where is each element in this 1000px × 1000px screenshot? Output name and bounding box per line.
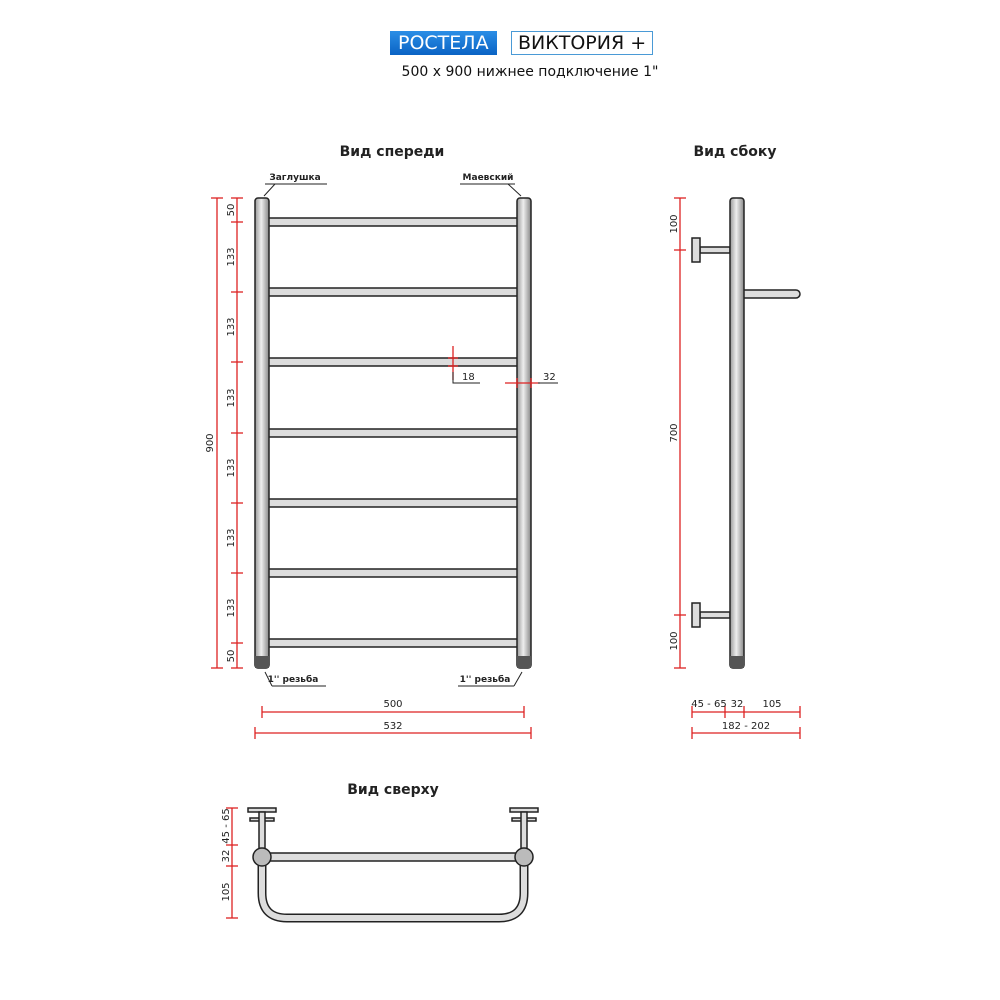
dim-depth-total: 182 - 202: [722, 721, 770, 732]
dim-seg: 50: [226, 650, 237, 663]
dim-seg: 133: [226, 247, 237, 266]
dim-height-total: 900: [205, 433, 216, 452]
dim-side-seg: 100: [669, 214, 680, 233]
dim-wall: 45 - 65: [691, 699, 726, 710]
dim-width-inner: 500: [383, 699, 402, 710]
dim-side-post: 32: [731, 699, 744, 710]
dim-seg: 133: [226, 458, 237, 477]
brand-logo: РОСТЕЛА: [390, 31, 497, 55]
dim-seg: 133: [226, 528, 237, 547]
dim-post: 32: [543, 372, 556, 383]
dim-top-seg: 45 - 65: [221, 808, 232, 843]
dim-seg: 133: [226, 598, 237, 617]
left-post: [254, 197, 270, 669]
dim-seg: 133: [226, 388, 237, 407]
dim-top-seg: 32: [221, 850, 232, 863]
dim-seg: 50: [226, 204, 237, 217]
subtitle: 500 x 900 нижнее подключение 1": [401, 64, 659, 80]
side-post: [729, 197, 745, 669]
dim-side-seg: 700: [669, 423, 680, 442]
plug-label: Заглушка: [269, 173, 320, 183]
side-towel-bar: [739, 289, 801, 299]
thread-left-label: 1'' резьба: [268, 674, 319, 685]
dim-rung: 18: [462, 372, 475, 383]
top-u-bar: [257, 857, 529, 923]
side-view-title: Вид сбоку: [694, 144, 777, 160]
model-name: ВИКТОРИЯ +: [511, 31, 654, 55]
side-view: Вид сбоку 100 700 100 45 - 65 32 105 182…: [669, 144, 801, 739]
top-view-title: Вид сверху: [347, 782, 439, 798]
dim-width-outer: 532: [383, 721, 402, 732]
right-post: [516, 197, 532, 669]
thread-right-label: 1'' резьба: [460, 674, 511, 685]
front-view-title: Вид спереди: [340, 144, 445, 160]
top-view: Вид сверху 45 - 65 32 105: [221, 782, 539, 923]
dim-seg: 133: [226, 317, 237, 336]
dim-bar: 105: [762, 699, 781, 710]
front-view: Вид спереди Заглушка Маевский 1'' резьба…: [205, 144, 558, 739]
air-valve-label: Маевский: [463, 173, 514, 183]
dim-side-seg: 100: [669, 631, 680, 650]
dim-top-seg: 105: [221, 882, 232, 901]
rungs: [256, 217, 530, 648]
